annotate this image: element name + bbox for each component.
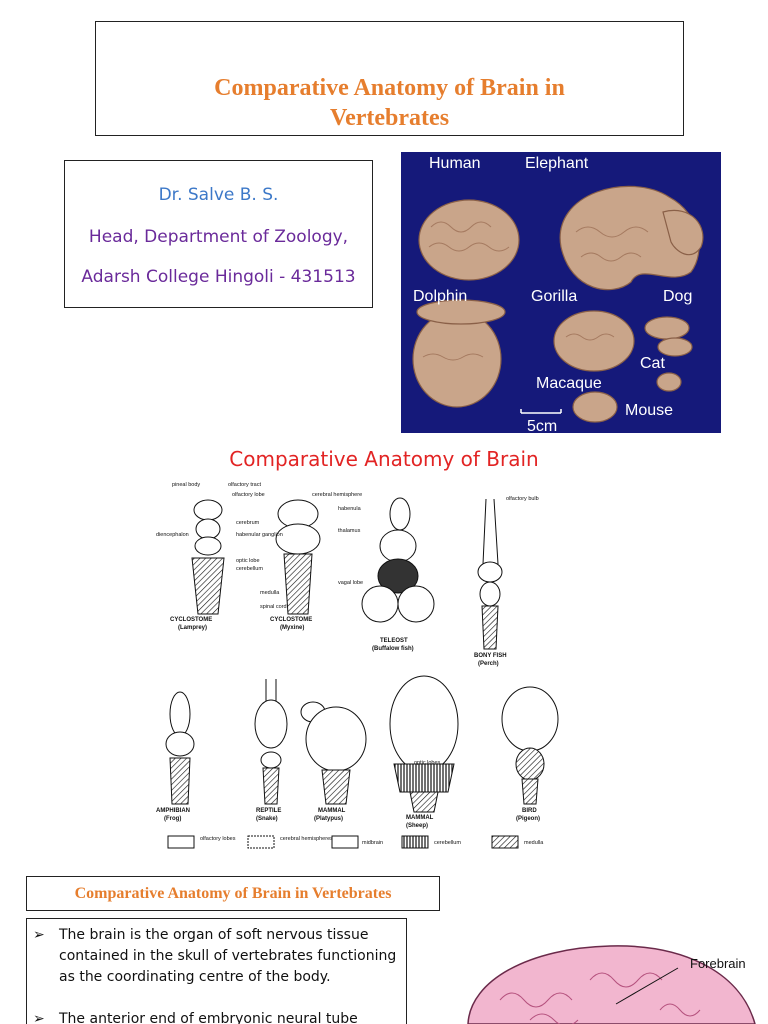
legend-olfactory: olfactory lobes [200,836,236,842]
specimen-teleost: TELEOST [380,638,408,644]
label-cerebral-hemisphere: cerebral hemisphere [312,492,362,498]
label-medulla: medulla [260,590,280,596]
label-olfactory-lobe: olfactory lobe [232,492,265,498]
label-human: Human [429,155,481,172]
diagram-title: Comparative Anatomy of Brain [229,447,539,471]
label-mouse: Mouse [625,402,673,419]
legend-cerebral: cerebral hemispheres cerebrum [280,836,358,842]
bullet-item: ➢ The brain is the organ of soft nervous… [33,925,401,988]
specimen-myxine-name: (Myxine) [280,625,304,631]
author-designation: Head, Department of Zoology, [88,227,349,247]
pigeon-brain [501,686,559,805]
frog-brain [165,691,195,805]
forebrain-shape [467,945,756,1024]
slide-title-text: Comparative Anatomy of Brain in Vertebra… [214,75,565,131]
specimen-amphibian: AMPHIBIAN [156,808,190,814]
label-olfactory-tract: olfactory tract [228,482,261,488]
label-cerebellum: cerebellum [236,566,263,572]
section-heading: Comparative Anatomy of Brain in Vertebra… [74,885,392,902]
label-macaque: Macaque [536,375,602,392]
title-box: Comparative Anatomy of Brain in Vertebra… [95,21,684,136]
label-cerebrum: cerebrum [236,520,260,526]
specimen-amphibian-name: (Frog) [164,816,181,822]
perch-brain [477,498,503,650]
forebrain-pointer [615,967,679,1005]
forebrain-figure: Forebrain [440,920,768,1024]
slide-title: Comparative Anatomy of Brain in Vertebra… [96,73,683,133]
specimen-reptile-name: (Snake) [256,816,278,822]
specimen-sheep-name: (Sheep) [406,823,428,829]
brain-comparison-photo: Human Elephant Dolphin Gorilla Dog Cat M… [401,152,721,433]
dolphin-brain-top [416,299,506,325]
label-optic-lobe: optic lobe [236,558,260,564]
bullet-item: ➢ The anterior end of embryonic neural t… [33,1009,401,1024]
author-college: Adarsh College Hingoli - 431513 [81,267,356,287]
label-pineal-body: pineal body [172,482,200,488]
label-diencephalon: diencephalon [156,532,189,538]
specimen-bony-fish: BONY FISH [474,653,507,659]
bullet-text: The brain is the organ of soft nervous t… [59,927,397,985]
brain-photo-illustration: Human Elephant Dolphin Gorilla Dog Cat M… [412,155,704,433]
label-habenula: habenula [338,506,362,512]
specimen-lamprey-name: (Lamprey) [178,625,207,631]
scale-bar [520,409,562,414]
myxine-brain [275,499,321,615]
label-habenular-ganglion: habenular ganglion [236,532,283,538]
bullet-text: The anterior end of embryonic neural tub… [59,1011,358,1024]
legend-midbrain: midbrain [362,840,383,846]
comparative-brain-diagram: CYCLOSTOME (Lamprey) CYCLOSTOME (Myxine)… [148,474,568,864]
label-elephant: Elephant [525,155,589,172]
arrow-bullet-icon: ➢ [33,927,45,943]
legend-medulla: medulla [524,840,544,846]
author-box: Dr. Salve B. S. Head, Department of Zool… [64,160,373,308]
brain-diagram-svg: CYCLOSTOME (Lamprey) CYCLOSTOME (Myxine)… [156,482,559,849]
human-brain [418,199,520,281]
specimen-sheep: MAMMAL [406,815,434,821]
elephant-brain-tail [662,209,704,256]
label-optic-lobes: optic lobes [414,760,441,766]
gorilla-brain [553,310,635,372]
sheep-brain [389,675,459,813]
label-dog: Dog [663,288,692,305]
specimen-teleost-name: (Buffalow fish) [372,646,414,652]
bullet-list: ➢ The brain is the organ of soft nervous… [26,918,407,1024]
platypus-brain [300,701,367,805]
teleost-brain [361,497,435,623]
mouse-brain [656,372,682,392]
forebrain-label: Forebrain [690,956,746,971]
specimen-lamprey: CYCLOSTOME [170,617,212,623]
section-heading-box: Comparative Anatomy of Brain in Vertebra… [26,876,440,911]
dog-brain [644,316,690,340]
cat-brain [657,337,693,357]
legend-cerebellum: cerebellum [434,840,461,846]
specimen-reptile: REPTILE [256,808,281,814]
author-name: Dr. Salve B. S. [158,185,279,205]
arrow-bullet-icon: ➢ [33,1011,45,1024]
label-gorilla: Gorilla [531,288,577,305]
specimen-platypus: MAMMAL [318,808,346,814]
specimen-myxine: CYCLOSTOME [270,617,312,623]
snake-brain [254,679,288,805]
diagram-legend: olfactory lobes cerebral hemispheres cer… [167,835,544,849]
forebrain-illustration: Forebrain [467,945,756,1024]
dolphin-brain [412,310,502,408]
label-dolphin: Dolphin [413,288,467,305]
specimen-bird: BIRD [522,808,537,814]
label-scale: 5cm [527,418,557,433]
label-cat: Cat [640,355,665,372]
label-olfactory-bulb: olfactory bulb [506,496,539,502]
specimen-platypus-name: (Platypus) [314,816,343,822]
specimen-bird-name: (Pigeon) [516,816,540,822]
label-vagal-lobe: vagal lobe [338,580,363,586]
label-thalamus: thalamus [338,528,361,534]
lamprey-brain [191,499,225,615]
specimen-bony-fish-name: (Perch) [478,661,499,667]
macaque-brain [572,391,618,423]
label-spinal-cord: spinal cord [260,604,287,610]
